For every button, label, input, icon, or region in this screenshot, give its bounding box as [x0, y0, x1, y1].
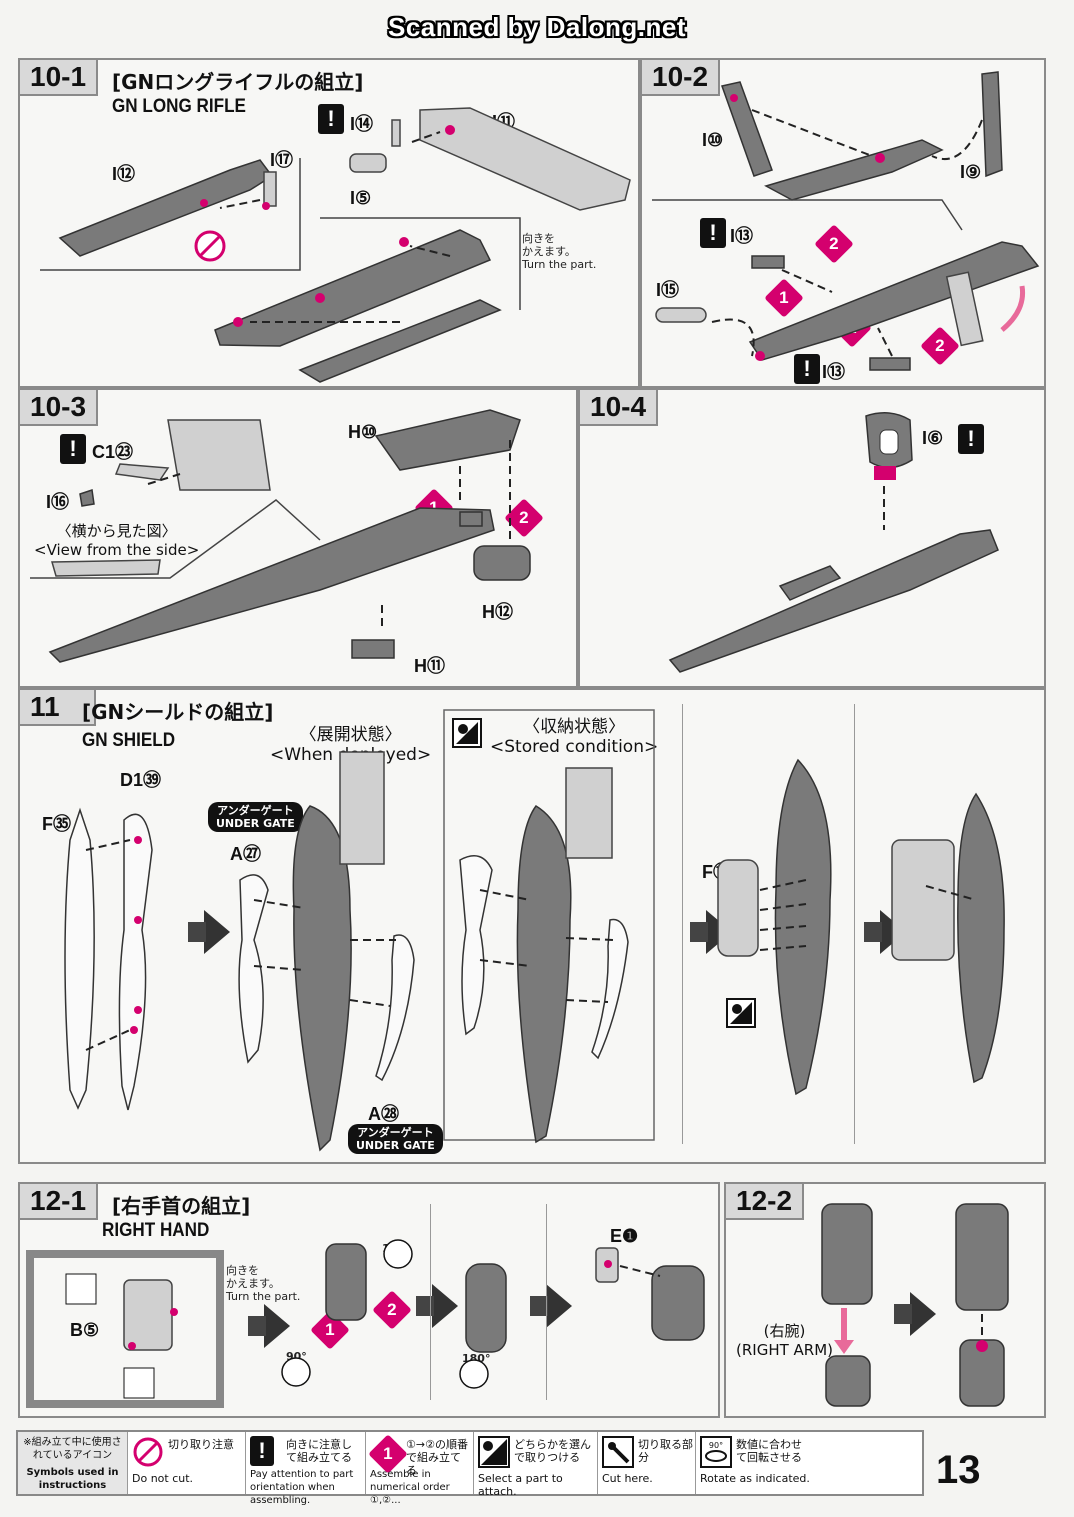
rifle-illustration — [40, 107, 631, 383]
part-label: I⑯ — [46, 492, 70, 512]
step-title-en: RIGHT HAND — [102, 1220, 210, 1241]
part-label: B⑤ — [70, 1320, 100, 1340]
warning-icon: ! — [250, 1436, 274, 1466]
warning-icon: ! — [958, 424, 984, 454]
part-label: C1㉓ — [92, 442, 134, 462]
legend-item-select: どちらかを選んで取りつける Select a part to attach. — [474, 1432, 598, 1498]
arm-illustration — [821, 1203, 1009, 1407]
turn-note: 向きを かえます。 Turn the part. — [522, 232, 597, 271]
warning-icon: ! — [60, 434, 86, 464]
step-10-1-panel: 10-1 [GNロングライフルの組立] GN LONG RIFLE ! I⑭ I… — [18, 58, 640, 388]
divider — [854, 704, 855, 1144]
part-label: I⑬ — [822, 362, 846, 382]
legend-item-do-not-cut: 切り取り注意 Do not cut. — [128, 1432, 246, 1494]
part-label: I⑭ — [350, 114, 374, 134]
hand-illustration — [26, 1239, 705, 1408]
part-label: I⑨ — [960, 162, 982, 182]
step-number: 12-1 — [20, 1184, 99, 1220]
step-number: 10-2 — [642, 60, 721, 96]
step-number: 11 — [20, 690, 96, 726]
divider — [682, 704, 683, 1144]
part-label: D1㊴ — [120, 770, 162, 790]
part-label: I⑤ — [350, 188, 372, 208]
rifle-illustration — [30, 409, 531, 663]
step-12-2-panel: 12-2 (右腕) (RIGHT ARM) — [724, 1182, 1046, 1418]
rifle-illustration — [652, 71, 1040, 371]
part-label: I⑮ — [656, 280, 680, 300]
part-label: I⑬ — [730, 226, 754, 246]
part-label: H⑪ — [414, 656, 445, 676]
part-label: H⑫ — [482, 602, 513, 622]
step-10-4-panel: 10-4 I⑥ ! — [578, 388, 1046, 688]
legend-item-order: 1 ①→②の順番で組み立てる Assemble in numerical ord… — [366, 1432, 474, 1506]
part-label: E❶ — [610, 1226, 639, 1246]
divider — [546, 1204, 547, 1400]
step-number: 10-3 — [20, 390, 99, 426]
turn-note: 向きを かえます。 Turn the part. — [226, 1264, 301, 1303]
step-10-2-panel: 10-2 I⑩ I⑨ ! I⑬ I⑮ ! I⑬ 1 2 1 2 — [640, 58, 1046, 388]
warning-icon: ! — [794, 354, 820, 384]
part-label: H⑩ — [348, 422, 378, 442]
step-12-1-panel: 12-1 [右手首の組立] RIGHT HAND 向きを かえます。 Turn … — [18, 1182, 720, 1418]
next-arrow-icon — [894, 1292, 936, 1336]
side-view-caption: 〈横から見た図〉 <View from the side> — [34, 522, 200, 559]
step-10-3-panel: 10-3 ! C1㉓ I⑯ 〈横から見た図〉 <View from the si… — [18, 388, 578, 688]
step-title-en: GN LONG RIFLE — [112, 96, 246, 117]
shield-illustration — [64, 709, 1005, 1152]
next-arrow-icon — [530, 1284, 572, 1328]
part-label: I⑫ — [112, 164, 136, 184]
step-title-en: GN SHIELD — [82, 730, 176, 751]
page-number: 13 — [936, 1448, 981, 1492]
part-label: I⑰ — [270, 150, 294, 170]
legend-header: ※組み立て中に使用されているアイコン Symbols used in instr… — [18, 1432, 128, 1494]
legend-item-cut: 切り取る部分 Cut here. — [598, 1432, 696, 1494]
under-gate-badge: アンダーゲート UNDER GATE — [348, 1124, 443, 1154]
step-number: 12-2 — [726, 1184, 805, 1220]
right-arm-caption: (右腕) (RIGHT ARM) — [736, 1322, 834, 1359]
select-part-icon — [478, 1436, 510, 1468]
step-title-jp: [GNロングライフルの組立] — [112, 70, 364, 94]
part-label: A㉘ — [368, 1104, 399, 1124]
rotate-icon: 90° — [700, 1436, 732, 1468]
under-gate-badge: アンダーゲート UNDER GATE — [208, 802, 303, 832]
next-arrow-icon — [188, 910, 230, 954]
legend-item-rotate: 90° 数値に合わせて回転させる Rotate as indicated. — [700, 1436, 810, 1485]
cut-here-icon — [602, 1436, 634, 1468]
divider — [430, 1204, 431, 1400]
step-number: 10-1 — [20, 60, 99, 96]
next-arrow-icon — [248, 1304, 290, 1348]
select-part-icon — [726, 998, 756, 1028]
do-not-cut-icon — [133, 1437, 163, 1467]
step-title-jp: [GNシールドの組立] — [82, 700, 274, 724]
legend-item-orientation: ! 向きに注意して組み立てる Pay attention to part ori… — [246, 1432, 366, 1506]
warning-icon: ! — [700, 218, 726, 248]
step-11-panel: 11 [GNシールドの組立] GN SHIELD 〈展開状態〉 <When de… — [18, 688, 1046, 1164]
part-label: I⑥ — [922, 428, 944, 448]
rifle-illustration — [668, 412, 999, 673]
select-part-icon — [452, 718, 482, 748]
stored-caption: 〈収納状態〉 <Stored condition> — [490, 717, 659, 757]
svg-text:90°: 90° — [709, 1441, 723, 1450]
icon-legend: ※組み立て中に使用されているアイコン Symbols used in instr… — [16, 1430, 924, 1506]
watermark: Scanned by Dalong.net — [388, 12, 686, 42]
step-title-jp: [右手首の組立] — [112, 1194, 251, 1218]
next-arrow-icon — [416, 1284, 458, 1328]
step-number: 10-4 — [580, 390, 659, 426]
part-label: F㉟ — [42, 814, 71, 834]
part-label: A㉗ — [230, 844, 261, 864]
part-label: I⑩ — [702, 130, 724, 150]
warning-icon: ! — [318, 104, 344, 134]
